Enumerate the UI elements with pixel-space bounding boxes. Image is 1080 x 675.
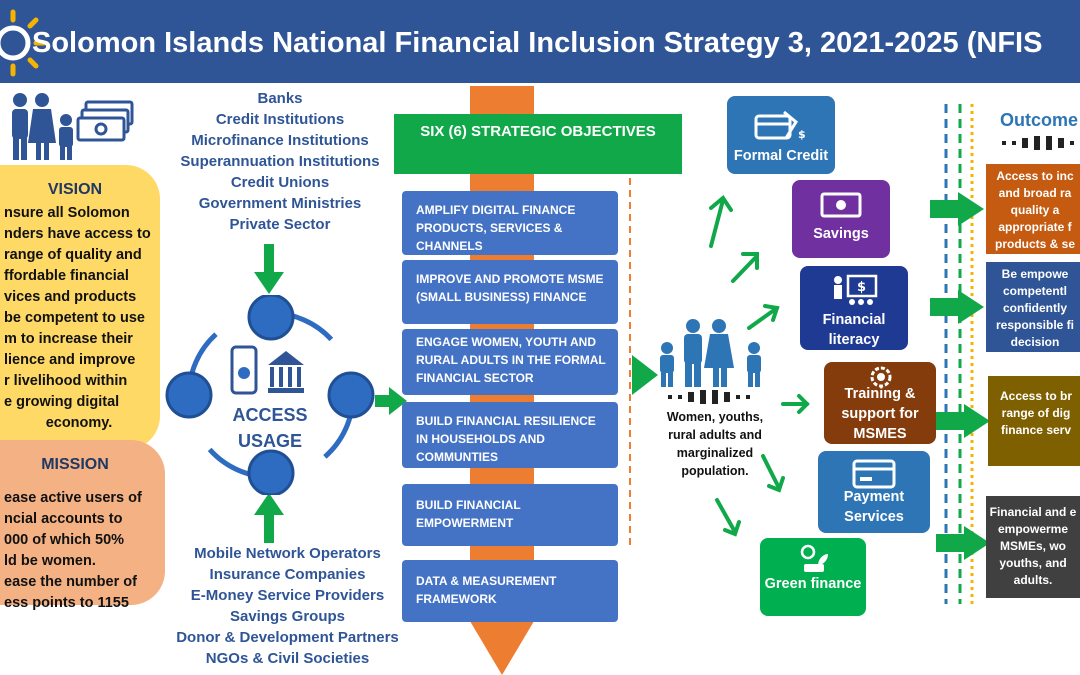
stakeholder-item: E-Money Service Providers	[190, 587, 385, 604]
vision-line: nders have access to	[4, 226, 151, 242]
vision-line: e growing digital	[4, 394, 120, 410]
mission-line: ld be women.	[4, 553, 96, 569]
mission-line: 000 of which 50%	[4, 532, 125, 548]
stakeholder-item: NGOs & Civil Societies	[205, 650, 370, 667]
teacher-icon: $	[834, 274, 878, 305]
page-title: Solomon Islands National Financial Inclu…	[32, 27, 1043, 59]
stakeholder-item: Superannuation Institutions	[180, 153, 380, 170]
vision-line: r livelihood within	[4, 373, 128, 389]
vision-line: nsure all Solomon	[4, 205, 130, 221]
objective-item: AMPLIFY DIGITAL FINANCE PRODUCTS, SERVIC…	[402, 191, 618, 255]
vision-line: m to increase their	[4, 331, 133, 347]
svg-text:$: $	[798, 128, 806, 141]
orange-dashed-divider	[629, 118, 631, 548]
stakeholder-item: Credit Unions	[230, 174, 330, 191]
service-savings: Savings	[792, 180, 890, 258]
mission-line: ease the number of	[4, 574, 137, 590]
stakeholder-item: Microfinance Institutions	[191, 132, 369, 149]
plant-icon	[800, 544, 828, 572]
service-label: Payment Services	[843, 489, 905, 525]
objective-item: IMPROVE AND PROMOTE MSME (SMALL BUSINESS…	[402, 260, 618, 324]
mission-line: ease active users of	[4, 490, 142, 506]
vision-line: vices and products	[4, 289, 137, 305]
stakeholder-item: Credit Institutions	[215, 111, 345, 128]
svg-text:$: $	[857, 280, 866, 295]
objective-item: DATA & MEASUREMENT FRAMEWORK	[402, 560, 618, 622]
vision-line: be competent to use	[4, 310, 145, 326]
target-population-label: Women, youths, rural adults and marginal…	[666, 410, 764, 478]
objective-item: BUILD FINANCIAL EMPOWERMENT	[402, 484, 618, 546]
service-label: Savings	[813, 226, 869, 242]
stakeholders-top-list: Banks Credit Institutions Microfinance I…	[165, 88, 395, 235]
arrow-right-icon	[375, 387, 407, 415]
credit-card-icon: $	[754, 110, 806, 141]
payment-card-icon	[852, 459, 896, 489]
objective-item: BUILD FINANCIAL RESILIENCE IN HOUSEHOLDS…	[402, 402, 618, 468]
mission-line: ncial accounts to	[4, 511, 123, 527]
vision-line: economy.	[45, 415, 113, 431]
objective-item: ENGAGE WOMEN, YOUTH AND RURAL ADULTS IN …	[402, 329, 618, 395]
arrow-right-icon	[632, 355, 658, 395]
dashed-dividers	[944, 104, 974, 604]
mission-line: ess points to 1155	[4, 595, 129, 611]
hub-access-label: ACCESS	[232, 405, 308, 425]
outcome-item: Access to inc and broad ra quality a app…	[986, 164, 1080, 254]
stakeholder-item: Mobile Network Operators	[194, 545, 381, 562]
arrow-down-icon	[254, 244, 284, 294]
stakeholder-item: Donor & Development Partners	[176, 629, 399, 646]
arrow-right-icon	[936, 526, 990, 560]
service-training-msmes: Training & support for MSMES	[824, 362, 936, 444]
vision-box: VISION nsure all Solomon nders have acce…	[0, 165, 160, 450]
vision-line: lience and improve	[4, 352, 136, 368]
service-label: Formal Credit	[733, 148, 829, 164]
money-icon	[820, 192, 862, 218]
vision-line: ffordable financial	[4, 268, 129, 284]
family-icon	[660, 319, 761, 387]
arrow-right-icon	[930, 192, 984, 226]
gear-icon	[870, 366, 892, 388]
family-money-icon	[12, 93, 134, 160]
vision-line: range of quality and	[4, 247, 142, 263]
hub-label: ACCESS USAGE	[215, 402, 325, 454]
arrow-up-icon	[254, 493, 284, 543]
objectives-heading: SIX (6) STRATEGIC OBJECTIVES	[394, 114, 682, 174]
service-label: Training & support for MSMES	[841, 386, 919, 442]
header-banner: Solomon Islands National Financial Inclu…	[0, 0, 1080, 83]
service-formal-credit: $ Formal Credit	[727, 96, 835, 174]
stakeholder-item: Savings Groups	[229, 608, 346, 625]
outcome-item: Access to br range of dig finance serv	[988, 376, 1080, 466]
stakeholder-item: Private Sector	[229, 216, 331, 233]
stakeholder-item: Government Ministries	[198, 195, 362, 212]
outcome-item: Be empowe competentl confidently respons…	[986, 262, 1080, 352]
access-usage-hub	[165, 295, 375, 495]
sun-logo-icon	[0, 9, 47, 77]
arrow-right-icon	[936, 404, 990, 438]
service-financial-literacy: $ Financial literacy	[800, 266, 908, 350]
stakeholder-item: Insurance Companies	[209, 566, 366, 583]
service-green-finance: Green finance	[760, 538, 866, 616]
decorative-bars-icon	[1002, 136, 1074, 150]
arrow-right-icon	[930, 290, 984, 324]
outcomes-heading: Outcome	[1000, 110, 1079, 130]
outcome-item: Financial and e empowerme MSMEs, wo yout…	[986, 496, 1080, 598]
service-label: Green finance	[764, 576, 862, 592]
service-arrows	[709, 195, 810, 537]
vision-heading: VISION	[47, 181, 103, 198]
mission-heading: MISSION	[41, 456, 109, 473]
decorative-bars-icon	[668, 390, 750, 404]
mobile-bank-icon	[230, 345, 304, 395]
stakeholder-item: Banks	[257, 90, 303, 107]
stakeholders-bottom-list: Mobile Network Operators Insurance Compa…	[165, 543, 410, 669]
mission-box: MISSION ease active users of ncial accou…	[0, 440, 165, 611]
service-label: Financial literacy	[822, 312, 886, 348]
service-payment-services: Payment Services	[818, 451, 930, 533]
hub-usage-label: USAGE	[237, 431, 302, 451]
